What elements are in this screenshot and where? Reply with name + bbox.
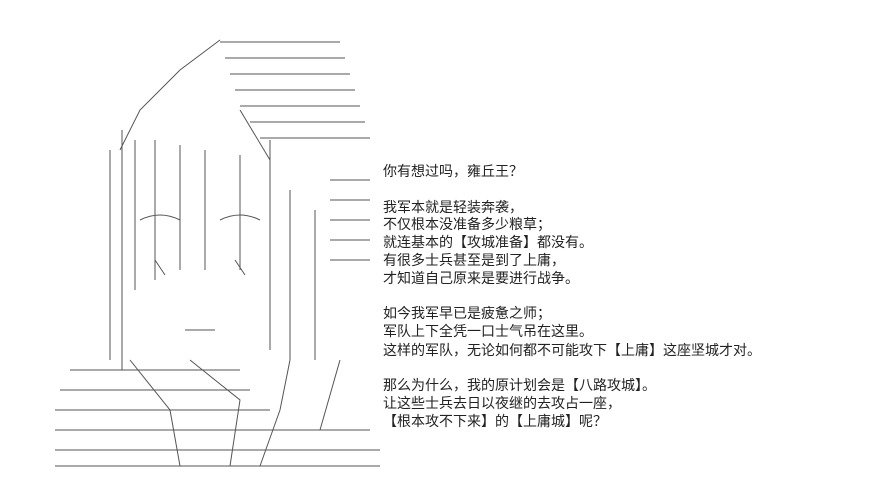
ascii-art-figure [40, 30, 390, 470]
dialogue-line: 这样的军队，无论如何都不可能攻下【上庸】这座坚城才对。 [383, 343, 761, 359]
dialogue-line: 不仅根本没准备多少粮草； [383, 217, 551, 233]
dialogue-line: 有很多士兵甚至是到了上庸， [383, 253, 565, 269]
dialogue-line: 才知道自己原来是要进行战争。 [383, 271, 579, 287]
dialogue-line: 军队上下全凭一口士气吊在这里。 [383, 324, 593, 340]
dialogue-line: 如今我军早已是疲惫之师； [383, 306, 551, 322]
dialogue-block: 你有想过吗，雍丘王？ 我军本就是轻装奔袭， 不仅根本没准备多少粮草； 就连基本的… [383, 0, 863, 496]
dialogue-line: 就连基本的【攻城准备】都没有。 [383, 235, 593, 251]
ascii-art-drawing [55, 39, 380, 467]
dialogue-line: 【根本攻不下来】的【上庸城】呢？ [383, 414, 607, 430]
dialogue-line: 让这些士兵去日以夜继的去攻占一座， [383, 396, 621, 412]
dialogue-line: 那么为什么，我的原计划会是【八路攻城】。 [383, 378, 656, 394]
dialogue-line: 我军本就是轻装奔袭， [383, 200, 523, 216]
dialogue-line: 你有想过吗，雍丘王？ [383, 164, 523, 180]
